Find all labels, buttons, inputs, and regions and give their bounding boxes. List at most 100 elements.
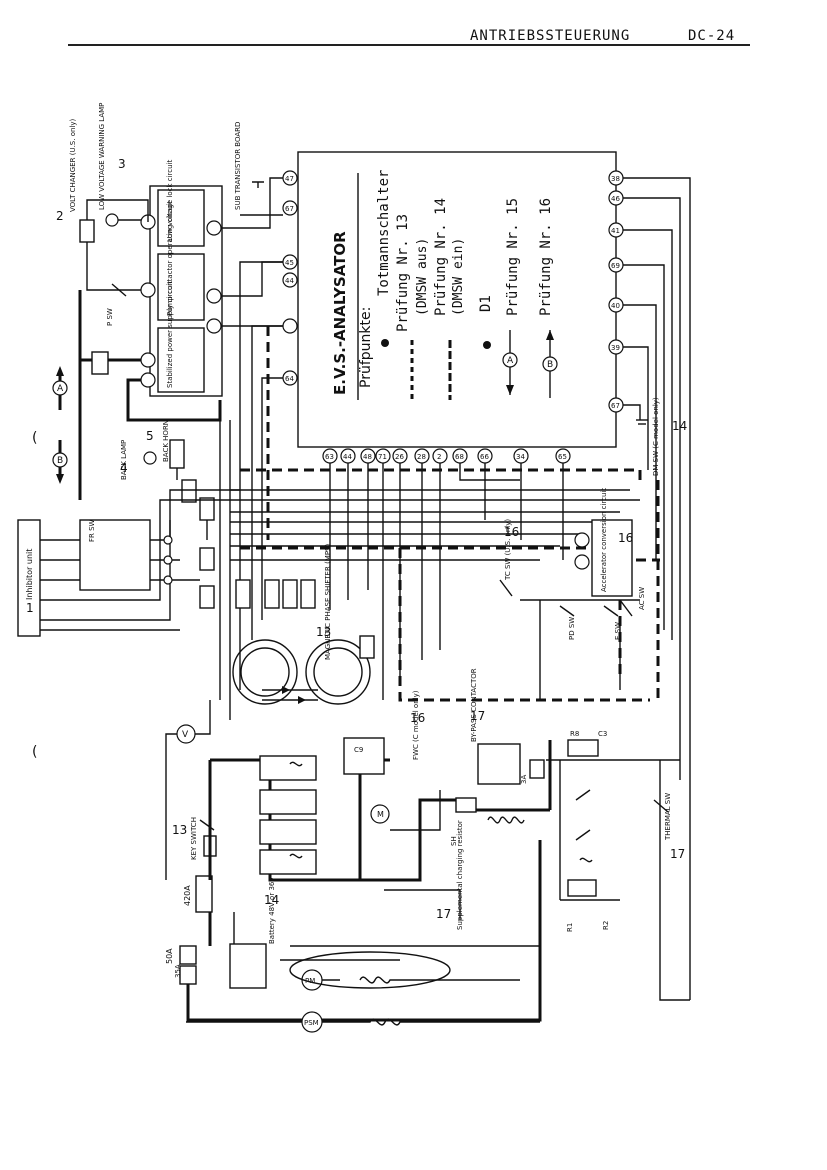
analyzer-item-7: Prüfung Nr. 16 <box>538 198 554 316</box>
svg-text:C3: C3 <box>598 730 607 738</box>
svg-text:Pump contactor operating circu: Pump contactor operating circuit <box>166 201 174 316</box>
svg-text:13: 13 <box>172 823 187 837</box>
page-code: DC-24 <box>688 28 736 44</box>
svg-text:4: 4 <box>120 461 128 475</box>
svg-text:39: 39 <box>611 344 620 352</box>
svg-text:2: 2 <box>437 453 441 461</box>
page-header-title: ANTRIEBSSTEUERUNG <box>470 28 631 44</box>
svg-text:Accelerator conversion circuit: Accelerator conversion circuit <box>600 488 608 592</box>
svg-text:C9: C9 <box>354 746 363 754</box>
svg-text:2: 2 <box>56 209 64 223</box>
svg-text:Low voltage lock circuit: Low voltage lock circuit <box>166 160 174 242</box>
analyzer-item-5: D1 <box>478 295 494 312</box>
marker-dot-1 <box>381 339 389 347</box>
pump-contactor-box <box>157 253 205 321</box>
analyzer-item-0: Totmannschalter <box>376 170 392 296</box>
analyzer-item-3: Prüfung Nr. 14 <box>433 198 449 316</box>
svg-text:FWC (C model only): FWC (C model only) <box>412 690 420 760</box>
svg-text:63: 63 <box>325 453 334 461</box>
svg-text:35A: 35A <box>174 964 182 978</box>
svg-text:38: 38 <box>611 175 620 183</box>
right-wiring <box>623 177 691 1000</box>
inhibitor-box <box>17 519 41 637</box>
analyzer-subtitle: Prüfpunkte: <box>358 307 374 388</box>
svg-text:17: 17 <box>670 847 685 861</box>
svg-text:R2: R2 <box>602 921 610 930</box>
svg-text:THERMAL SW: THERMAL SW <box>664 793 672 841</box>
top-left-devices: VOLT CHANGER (U.S. only) 2 LOW VOLTAGE W… <box>56 103 222 500</box>
svg-text:BACK HORN: BACK HORN <box>162 420 170 462</box>
svg-text:FR SW: FR SW <box>88 519 96 542</box>
analyzer-terminals-bottom: 63 44 48 71 26 28 2 68 66 34 65 <box>322 448 571 464</box>
svg-text:1: 1 <box>26 601 34 615</box>
drive-motor-icon <box>370 804 390 824</box>
svg-text:V: V <box>182 730 189 740</box>
svg-text:420A: 420A <box>183 885 192 906</box>
arrow-b-label: B <box>547 360 553 370</box>
svg-text:26: 26 <box>395 453 404 461</box>
svg-text:17: 17 <box>470 709 485 723</box>
svg-text:66: 66 <box>480 453 489 461</box>
svg-text:E SW: E SW <box>614 622 622 640</box>
lamp-icon <box>105 213 119 227</box>
svg-text:3: 3 <box>118 157 126 171</box>
header-rule <box>68 44 750 46</box>
svg-text:34: 34 <box>516 453 525 461</box>
back-lamp-icon <box>143 451 157 465</box>
svg-text:41: 41 <box>611 227 620 235</box>
arrow-a-circle <box>502 352 518 368</box>
svg-text:44: 44 <box>343 453 352 461</box>
arrow-b-circle <box>542 356 558 372</box>
svg-text:R1: R1 <box>566 923 574 932</box>
terminal-node <box>282 318 298 334</box>
svg-text:P SW: P SW <box>106 308 114 326</box>
svg-text:Inhibitor unit: Inhibitor unit <box>25 549 34 600</box>
svg-text:16: 16 <box>618 531 633 545</box>
svg-text:69: 69 <box>611 262 620 270</box>
analyzer-item-1: Prüfung Nr. 13 <box>395 214 411 332</box>
svg-text:48: 48 <box>363 453 372 461</box>
svg-text:5: 5 <box>146 429 154 443</box>
terminal-node <box>282 272 298 288</box>
lower-left: V KEY SWITCH 13 420A 50A 35A Battery 48V… <box>165 700 542 1022</box>
svg-text:13: 13 <box>316 625 331 639</box>
low-voltage-lock-box <box>157 189 205 247</box>
svg-text:Battery 48V or 36V: Battery 48V or 36V <box>268 877 276 944</box>
svg-text:47: 47 <box>285 175 294 183</box>
svg-text:40: 40 <box>611 302 620 310</box>
svg-text:3A: 3A <box>520 775 528 784</box>
marker-dot-2 <box>483 341 491 349</box>
analyzer-box <box>297 151 617 448</box>
svg-text:14: 14 <box>672 419 687 433</box>
svg-text:LOW VOLTAGE WARNING LAMP: LOW VOLTAGE WARNING LAMP <box>98 103 106 210</box>
svg-text:AC SW: AC SW <box>638 587 646 610</box>
dashed-line-3 <box>398 548 650 702</box>
power-section: C9 FWC (C model only) 16 M SH BY-PASS CO… <box>210 668 690 1001</box>
svg-text:16: 16 <box>504 525 519 539</box>
svg-text:M: M <box>377 810 384 819</box>
accelerator-box <box>591 519 633 597</box>
svg-text:SUB TRANSISTOR BOARD: SUB TRANSISTOR BOARD <box>234 122 242 210</box>
svg-text:45: 45 <box>285 259 294 267</box>
svg-text:PSM: PSM <box>304 1019 319 1027</box>
motors: PM PSM <box>186 943 540 1033</box>
sub-transistor-board: Low voltage lock circuit Pump contactor … <box>140 122 283 397</box>
analyzer-terminals-top: 47 67 45 44 64 <box>282 170 298 386</box>
svg-text:71: 71 <box>378 453 387 461</box>
volt-changer-box <box>79 219 95 243</box>
svg-text:46: 46 <box>611 195 620 203</box>
mps-block: MAGNETIC PHASE SHIFTER (MPS) 13 <box>232 543 375 705</box>
svg-text:28: 28 <box>417 453 426 461</box>
svg-text:B: B <box>57 456 63 466</box>
analyzer-title: E.V.S.-ANALYSATOR <box>331 231 349 395</box>
analyzer-item-2: (DMSW aus) <box>415 238 430 316</box>
svg-text:PM: PM <box>305 977 315 985</box>
bypass-contactor-box <box>477 743 521 785</box>
svg-text:Supplemental charging resistor: Supplemental charging resistor <box>456 820 464 930</box>
svg-text:BY-PASS CONTACTOR: BY-PASS CONTACTOR <box>470 668 478 742</box>
svg-text:16: 16 <box>410 711 425 725</box>
svg-text:R8: R8 <box>570 730 579 738</box>
svg-text:BACK LAMP: BACK LAMP <box>120 440 128 480</box>
svg-text:DM SW (C model only): DM SW (C model only) <box>652 397 660 476</box>
